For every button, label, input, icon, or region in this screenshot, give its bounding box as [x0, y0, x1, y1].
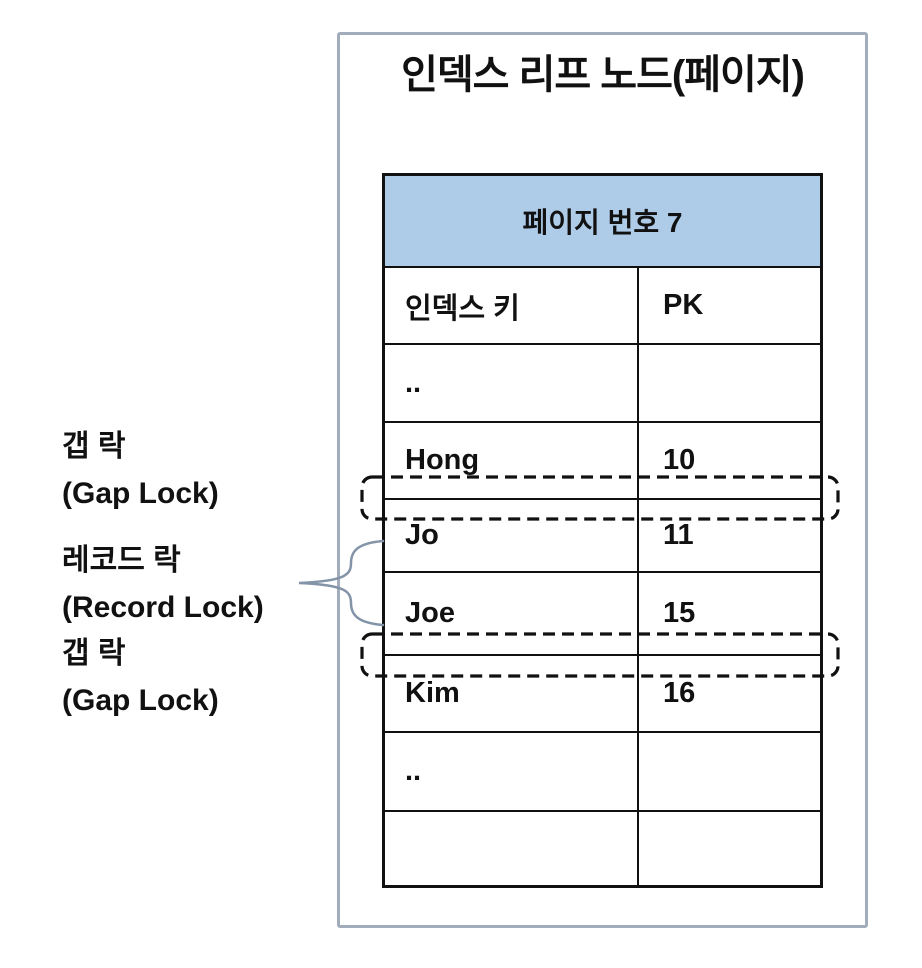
label-record-lock: 레코드 락 (Record Lock): [62, 538, 264, 631]
label-line-korean: 레코드 락: [62, 544, 181, 577]
table-row: [385, 812, 820, 885]
label-line-korean: 갭 락: [62, 637, 126, 670]
cell-index-key: Joe: [385, 573, 639, 654]
column-header-row: 인덱스 키 PK: [385, 268, 820, 345]
cell-pk: [639, 733, 820, 810]
column-header-index-key: 인덱스 키: [385, 268, 639, 343]
table-row: ..: [385, 345, 820, 423]
label-gap-lock-bottom: 갭 락 (Gap Lock): [62, 631, 219, 724]
cell-pk: [639, 345, 820, 421]
table-row: Jo 11: [385, 500, 820, 573]
cell-index-key: ..: [385, 345, 639, 421]
cell-pk: 16: [663, 677, 696, 709]
cell-index-key: Jo: [385, 500, 639, 571]
cell-index-key: ..: [385, 733, 639, 810]
table-row: Joe 15: [385, 573, 820, 656]
cell-pk: 11: [663, 519, 694, 551]
label-gap-lock-top: 갭 락 (Gap Lock): [62, 424, 219, 517]
cell-pk: 10: [663, 444, 696, 476]
table-row: ..: [385, 733, 820, 812]
cell-pk: 15: [663, 597, 696, 629]
cell-index-key: [385, 812, 639, 885]
page-number-header: 페이지 번호 7: [385, 176, 820, 268]
label-line-english: (Record Lock): [62, 590, 264, 624]
index-page-table: 페이지 번호 7 인덱스 키 PK .. Hong 10 Jo 11 Joe 1…: [382, 173, 823, 888]
column-header-pk: PK: [663, 289, 704, 321]
label-line-english: (Gap Lock): [62, 683, 219, 717]
cell-index-key: Kim: [385, 656, 639, 731]
label-line-english: (Gap Lock): [62, 476, 219, 510]
label-line-korean: 갭 락: [62, 430, 126, 463]
diagram-title: 인덱스 리프 노드(페이지): [401, 53, 805, 97]
table-row: Kim 16: [385, 656, 820, 733]
cell-pk: [639, 812, 820, 885]
cell-index-key: Hong: [385, 423, 639, 498]
table-row: Hong 10: [385, 423, 820, 500]
